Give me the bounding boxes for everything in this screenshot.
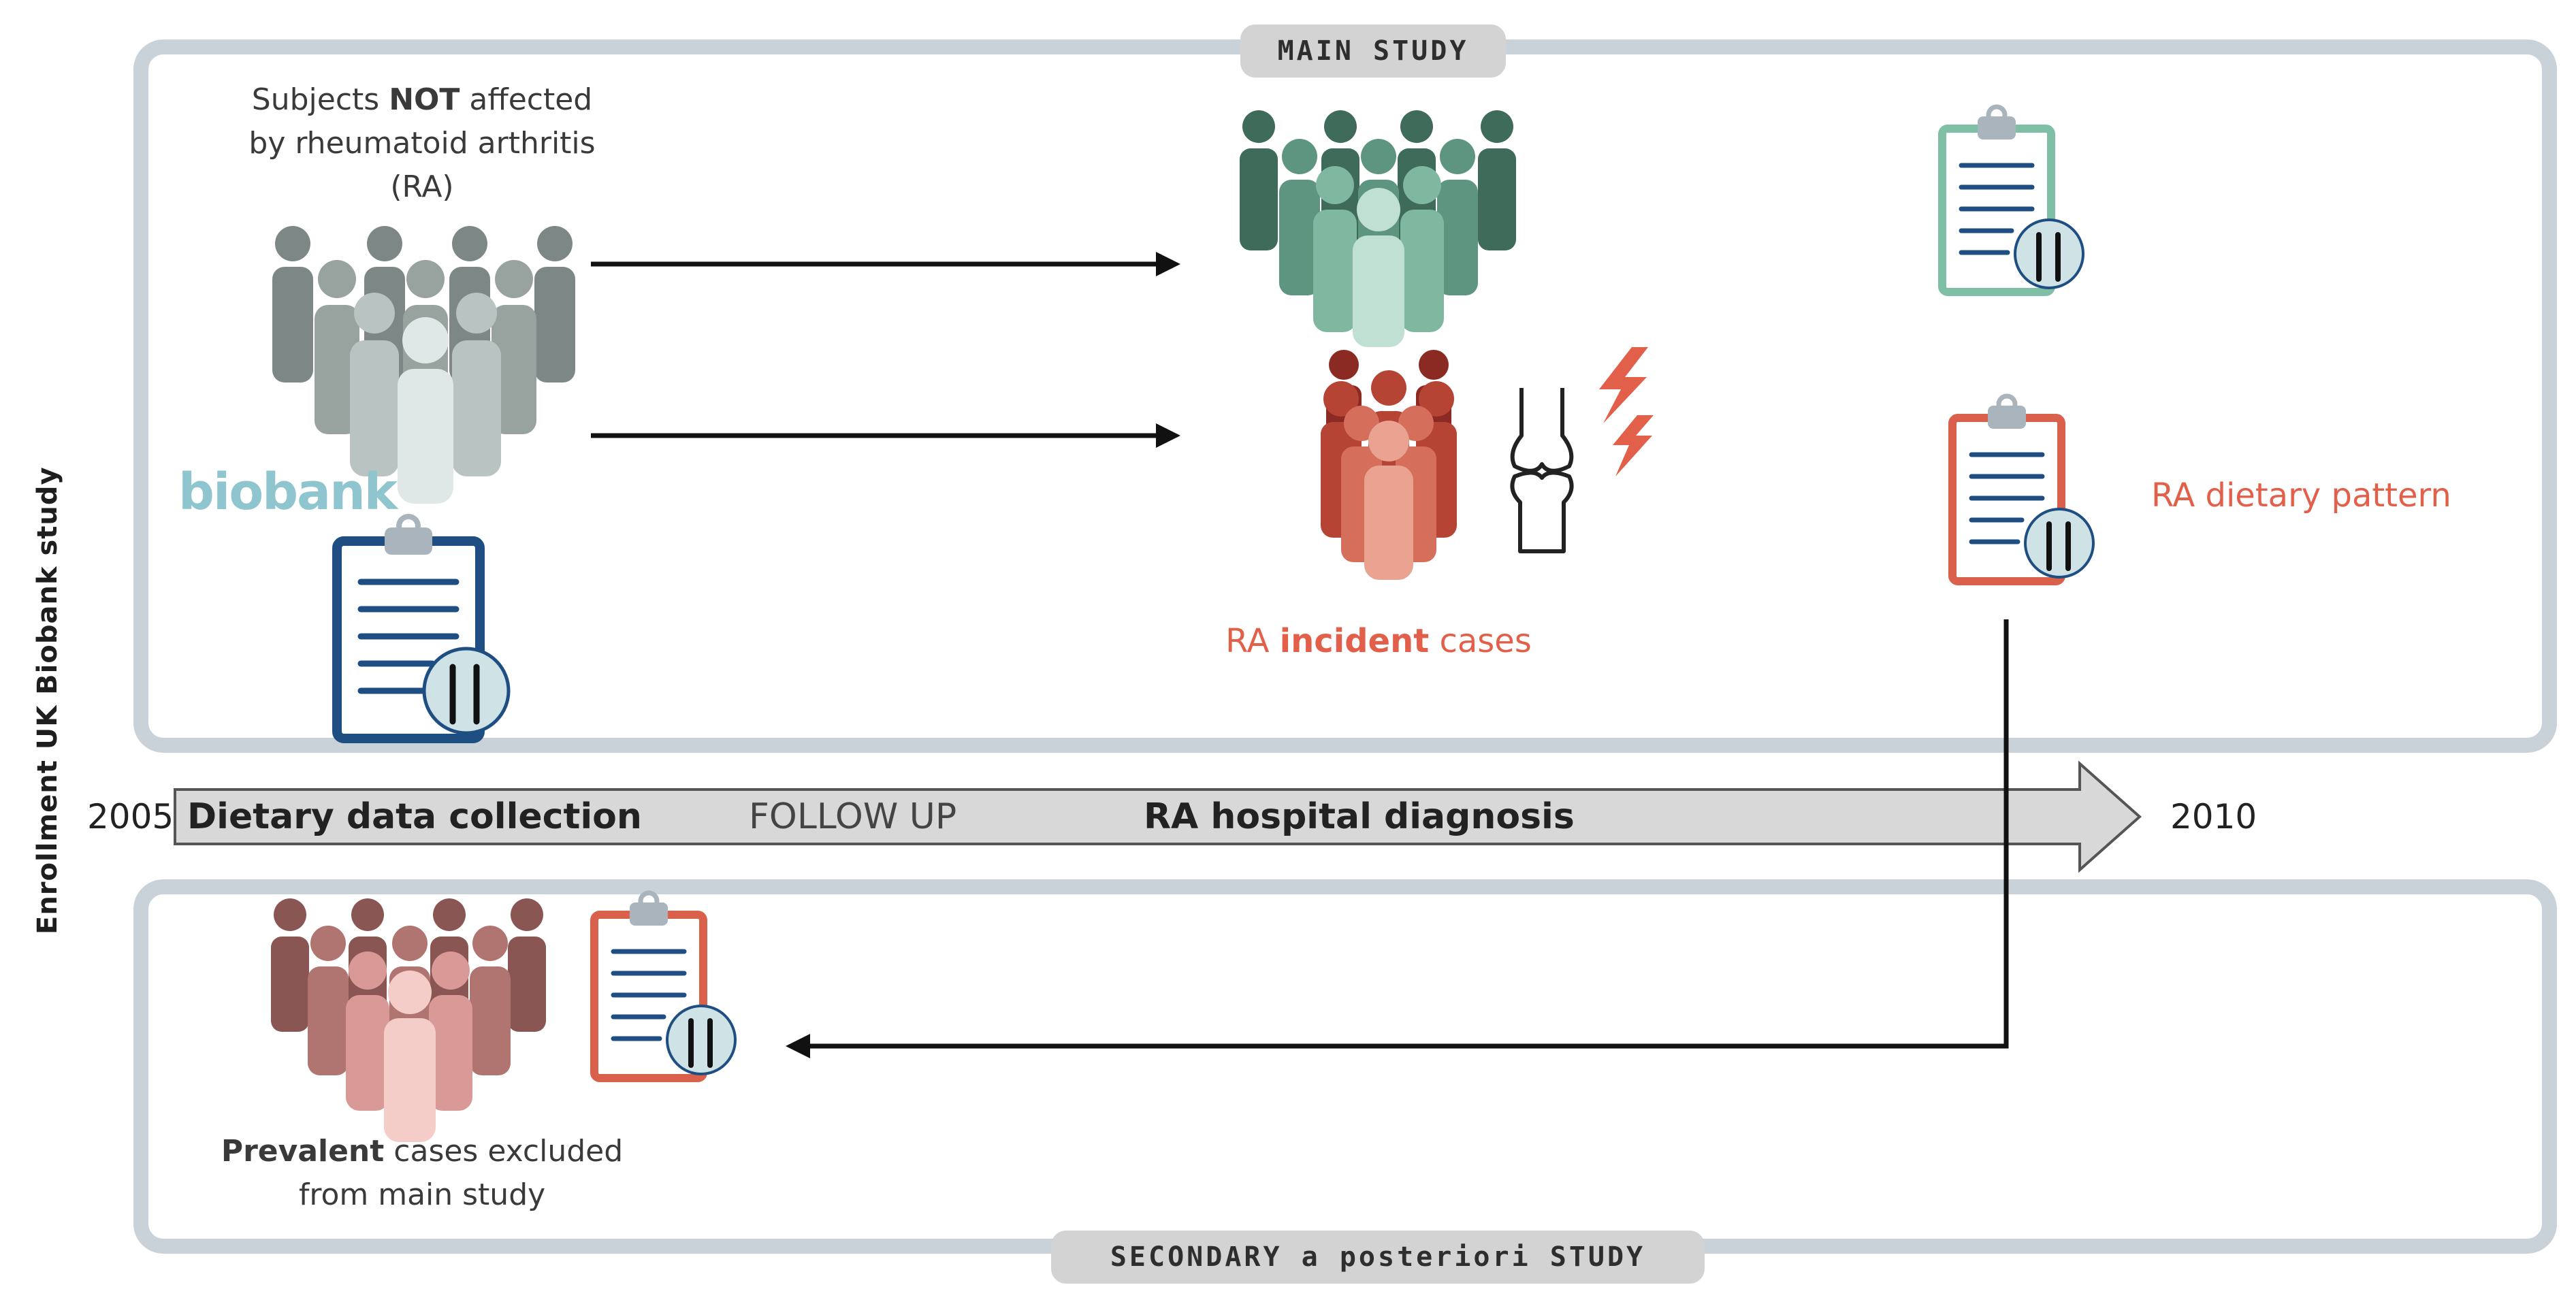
arrow-right-icon: [591, 423, 1180, 448]
timeline-start-year: 2005: [87, 797, 174, 836]
people-group-icon: [1321, 350, 1457, 580]
people-group-icon: [1240, 110, 1516, 347]
people-group-icon: [272, 226, 575, 504]
arrow-right-icon: [591, 252, 1180, 276]
subjects-description: Subjects NOT affected by rheumatoid arth…: [248, 82, 596, 204]
dietary-pattern-label: RA dietary pattern: [2151, 476, 2451, 515]
knee-joint-icon: [1510, 388, 1574, 553]
connector-arrow: [786, 619, 2009, 1058]
timeline-step-diet-collection: Dietary data collection: [187, 796, 642, 837]
clipboard-diet-icon: [1948, 393, 2095, 585]
secondary-study-label: SECONDARY a posteriori STUDY: [1051, 1231, 1705, 1284]
clipboard-diet-icon: [1938, 104, 2084, 296]
incident-cases-label: RA incident cases: [1225, 622, 1532, 660]
biobank-logo: biobank: [178, 463, 398, 521]
timeline-end-year: 2010: [2170, 797, 2257, 836]
timeline-arrow: [174, 760, 2142, 873]
lightning-icon: [1599, 347, 1654, 476]
clipboard-diet-icon: [590, 890, 737, 1082]
timeline-step-follow-up: FOLLOW UP: [749, 796, 957, 837]
main-study-label: MAIN STUDY: [1240, 25, 1506, 78]
timeline-step-ra-diagnosis: RA hospital diagnosis: [1144, 796, 1575, 837]
people-group-icon: [271, 898, 546, 1142]
prevalent-cases-label: Prevalent cases excluded from main study: [221, 1134, 624, 1212]
clipboard-diet-icon: [332, 514, 511, 743]
enrollment-side-label: Enrollment UK Biobank study: [32, 466, 63, 934]
